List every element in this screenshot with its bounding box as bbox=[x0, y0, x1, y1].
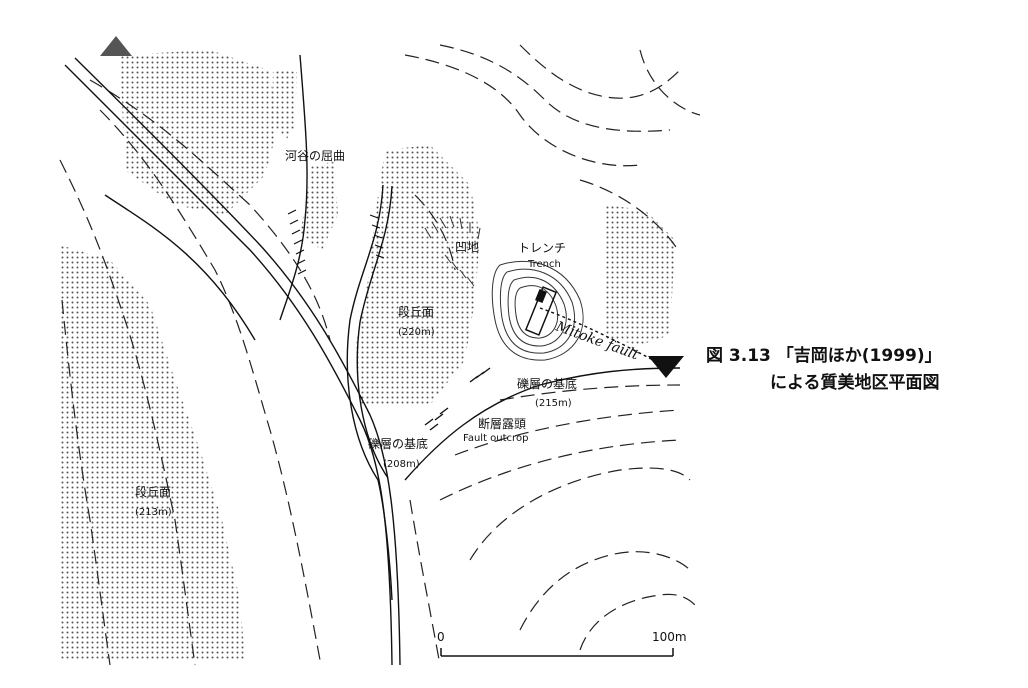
trench-box bbox=[535, 288, 547, 304]
label-terrace-center-elev: (220m) bbox=[398, 327, 435, 338]
contour-line bbox=[519, 44, 681, 99]
fault-outcrop-hatching bbox=[424, 367, 491, 431]
scale-end-label: 100m bbox=[652, 630, 687, 644]
label-fault-outcrop-jp: 断層露頭 bbox=[478, 416, 526, 431]
depression-hatching bbox=[424, 215, 481, 240]
label-terrace-left-elev: (213m) bbox=[135, 507, 172, 518]
contour-line bbox=[439, 439, 681, 501]
tributary bbox=[104, 194, 256, 341]
contour-line bbox=[439, 44, 671, 132]
contour-line bbox=[99, 109, 321, 661]
terrace-area-center bbox=[355, 145, 480, 405]
contour-line bbox=[519, 551, 691, 631]
label-trench-en: Trench bbox=[527, 259, 561, 270]
stream-deposit-lower bbox=[300, 162, 338, 250]
scale-bar: 0 100m bbox=[437, 630, 687, 657]
contour-line bbox=[469, 467, 691, 561]
section-marker-right bbox=[648, 356, 684, 378]
trench-contours bbox=[514, 285, 559, 339]
caption-line-2: による質美地区平面図 bbox=[770, 373, 940, 393]
terrace-area-right bbox=[605, 205, 675, 345]
label-trench-jp: トレンチ bbox=[518, 241, 566, 255]
terrace-area-top-left bbox=[120, 50, 280, 215]
stream-deposit-upper bbox=[272, 70, 297, 140]
label-fault-outcrop-en: Fault outcrop bbox=[463, 433, 528, 444]
contour-line bbox=[579, 179, 679, 251]
contour-line bbox=[414, 194, 456, 271]
gravel-base-road bbox=[404, 367, 681, 481]
contour-line bbox=[89, 79, 331, 341]
road bbox=[74, 57, 401, 666]
figure-caption: 図 3.13 「吉岡ほか(1999)」 による質美地区平面図 bbox=[706, 343, 1016, 397]
bank-hatching bbox=[369, 214, 385, 259]
label-terrace-center: 段丘面 bbox=[398, 304, 434, 319]
contour-line bbox=[404, 54, 641, 167]
caption-line-1: 図 3.13 「吉岡ほか(1999)」 bbox=[706, 346, 942, 366]
contour-line bbox=[59, 159, 196, 666]
fault-site-map: 河谷の屈曲 凹地 トレンチ Trench Mitoke fault 段丘面 (2… bbox=[59, 36, 700, 666]
trench-contours bbox=[507, 276, 567, 347]
trench-outline bbox=[524, 286, 558, 336]
label-terrace-left: 段丘面 bbox=[135, 484, 171, 499]
scale-start-label: 0 bbox=[437, 630, 445, 644]
contour-line bbox=[579, 593, 696, 651]
depression-hatching bbox=[444, 254, 475, 287]
trench-contours bbox=[499, 268, 575, 354]
trench-contours bbox=[491, 260, 584, 361]
label-gravel-base-right: 礫層の基底 bbox=[517, 376, 577, 391]
label-gravel-base-right-elev: (215m) bbox=[535, 398, 572, 409]
contour-line bbox=[639, 49, 700, 116]
label-valley-bend: 河谷の屈曲 bbox=[285, 149, 345, 163]
stream-channel bbox=[346, 184, 393, 601]
tributary bbox=[279, 54, 308, 321]
contour-line bbox=[409, 499, 441, 666]
stream-channel bbox=[356, 185, 393, 479]
contour-line bbox=[499, 384, 681, 401]
contour-line bbox=[454, 409, 681, 456]
label-gravel-base-left-elev: (208m) bbox=[383, 459, 420, 470]
fault-line bbox=[539, 307, 669, 369]
section-marker-left bbox=[100, 36, 132, 56]
label-depression: 凹地 bbox=[455, 240, 479, 254]
terrace-area-left bbox=[60, 245, 245, 660]
contour-line bbox=[61, 299, 111, 666]
bank-hatching bbox=[287, 209, 307, 275]
label-gravel-base-left: 礫層の基底 bbox=[368, 436, 428, 451]
